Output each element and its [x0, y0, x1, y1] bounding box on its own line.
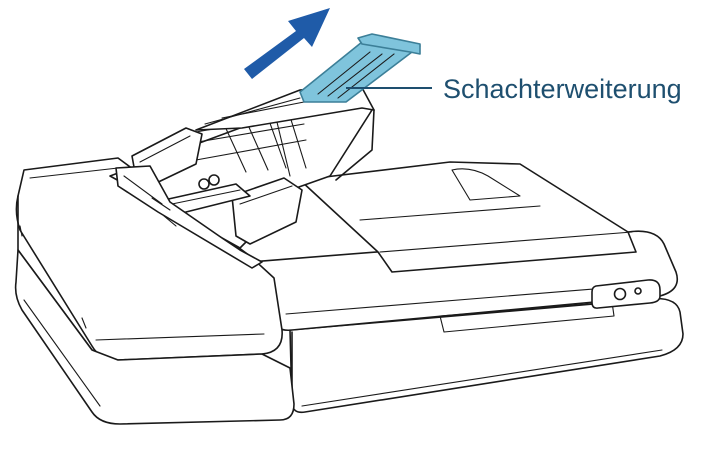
power-button-icon	[613, 287, 627, 301]
paper-guides	[131, 127, 303, 245]
pull-direction-arrow-icon	[244, 8, 330, 79]
tray-extension-lip	[357, 33, 421, 55]
scan-button-icon	[634, 287, 642, 295]
callout-label-schachterweiterung: Schachterweiterung	[443, 74, 682, 104]
tray-extension	[299, 33, 421, 103]
guide-lever-icon-2	[208, 174, 220, 186]
guide-lever-icon	[198, 178, 210, 190]
feeder-mouth	[115, 165, 263, 269]
document-cover	[14, 157, 637, 425]
